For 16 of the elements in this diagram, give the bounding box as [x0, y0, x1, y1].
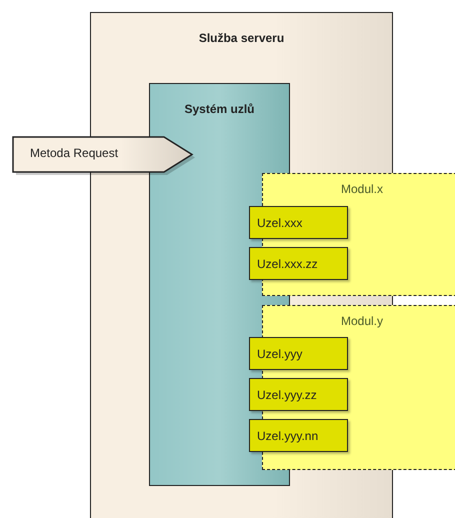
- node-label: Uzel.yyy.zz: [257, 388, 317, 402]
- node-label: Modul.x: [340, 182, 384, 196]
- node-label: Metoda Request: [30, 146, 118, 160]
- node-label: Uzel.xxx.zz: [257, 257, 318, 271]
- node-label: Modul.y: [340, 314, 384, 328]
- port-box: [249, 419, 348, 452]
- node-label: Uzel.yyy.nn: [257, 429, 318, 443]
- container-title: Systém uzlů: [183, 102, 256, 116]
- port-box: [249, 247, 348, 280]
- node-label: Uzel.yyy: [257, 347, 302, 361]
- port-box: [249, 337, 348, 370]
- port-box: [249, 378, 348, 411]
- port-box: [249, 206, 348, 239]
- pentagon-box: [12, 136, 194, 173]
- node-label: Uzel.xxx: [257, 216, 302, 230]
- container-title: Služba serveru: [198, 31, 286, 45]
